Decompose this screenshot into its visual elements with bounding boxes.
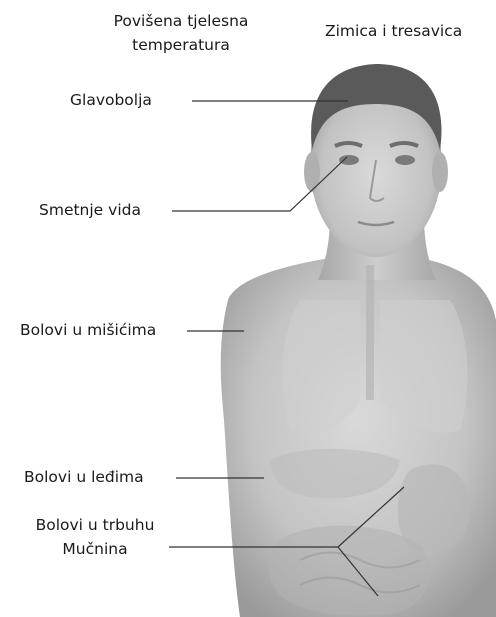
lung-left: [283, 300, 360, 433]
label-fever: Povišena tjelesna temperatura: [96, 11, 266, 55]
label-muscle: Bolovi u mišićima: [20, 320, 156, 340]
label-fever-line2: temperatura: [96, 35, 266, 55]
label-abdomen: Bolovi u trbuhu: [20, 515, 170, 535]
label-abdomen-nausea: Bolovi u trbuhu Mučnina: [20, 515, 170, 559]
label-fever-line1: Povišena tjelesna: [96, 11, 266, 31]
label-headache: Glavobolja: [70, 90, 152, 110]
label-chills: Zimica i tresavica: [325, 21, 462, 41]
label-nausea: Mučnina: [20, 539, 170, 559]
intestines: [269, 526, 431, 616]
label-vision: Smetnje vida: [39, 200, 141, 220]
label-back: Bolovi u leđima: [24, 467, 144, 487]
